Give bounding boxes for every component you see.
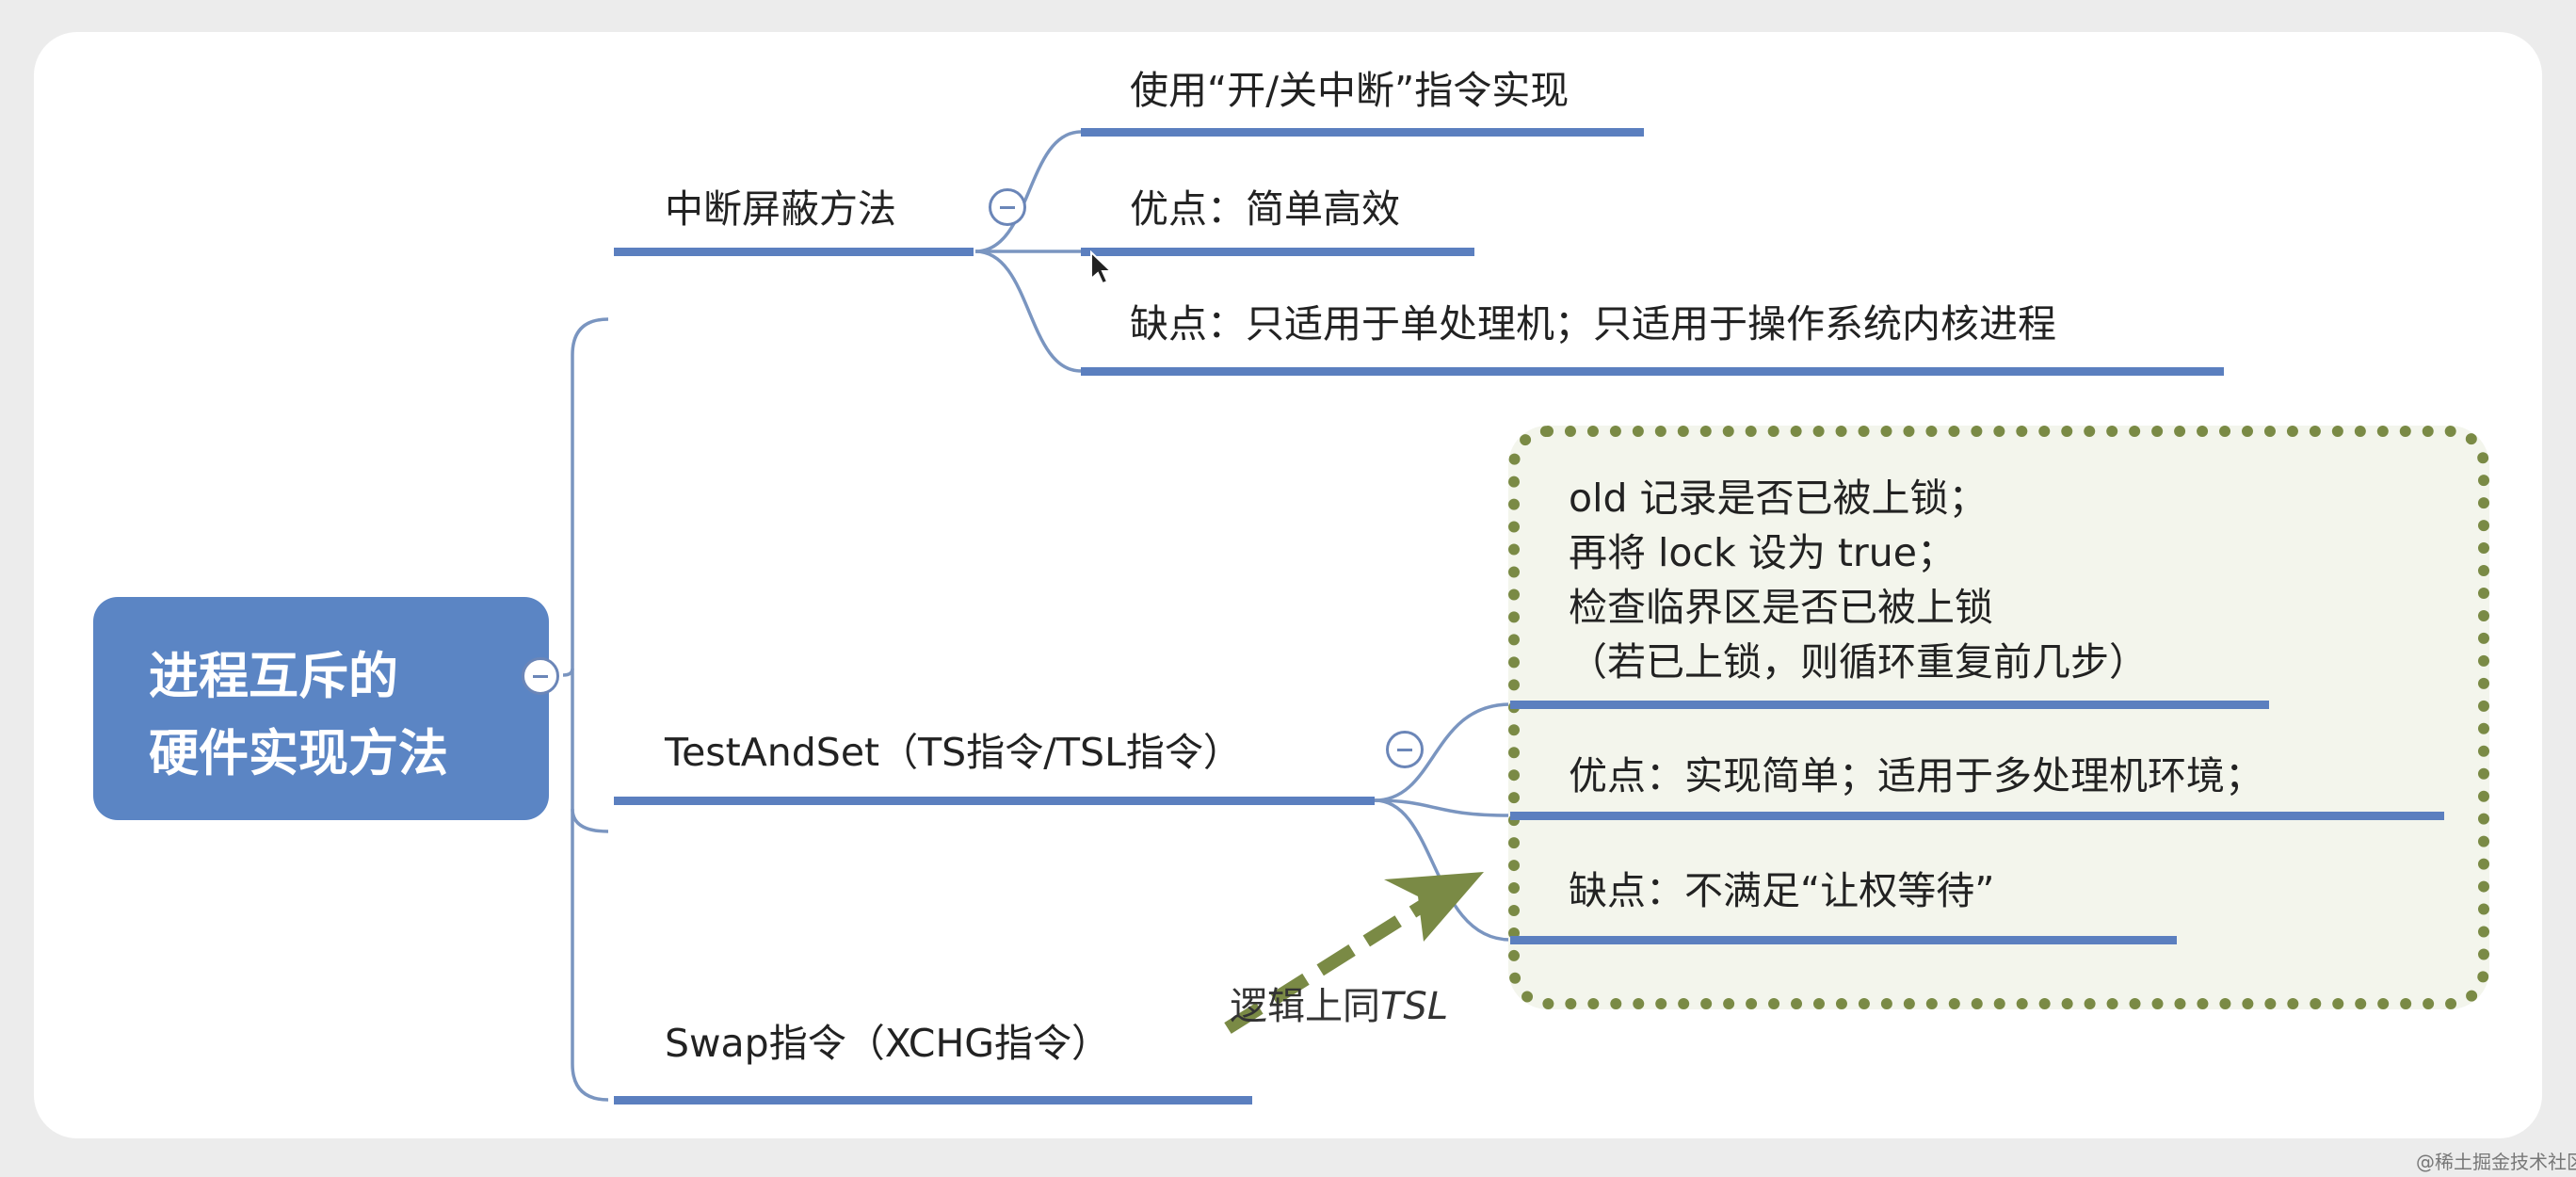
node-interrupt-instruction-underline bbox=[1081, 128, 1644, 137]
arrow-annotation: 逻辑上同TSL bbox=[1230, 975, 1448, 1030]
collapse-branch-1-icon[interactable] bbox=[989, 188, 1026, 226]
node-tsl-description[interactable]: old 记录是否已被上锁； 再将 lock 设为 true； 检查临界区是否已被… bbox=[1569, 476, 2148, 685]
root-node-label: 进程互斥的 硬件实现方法 bbox=[149, 648, 448, 782]
node-tsl-disadvantage[interactable]: 缺点：不满足“让权等待” bbox=[1569, 868, 1995, 913]
node-tsl-advantage[interactable]: 优点：实现简单；适用于多处理机环境； bbox=[1569, 753, 2263, 798]
fork-2-child-2 bbox=[1374, 798, 1511, 817]
node-tsl-disadvantage-underline bbox=[1510, 936, 2177, 944]
node-tsl-description-underline bbox=[1510, 701, 2269, 709]
node-interrupt-advantage-underline bbox=[1081, 248, 1474, 256]
collapse-root-icon[interactable] bbox=[522, 657, 559, 695]
root-node[interactable]: 进程互斥的 硬件实现方法 bbox=[93, 597, 549, 820]
swap-to-tsl-arrow bbox=[1224, 872, 1484, 1034]
fork-2-child-1 bbox=[1374, 702, 1511, 802]
mindmap-canvas: 进程互斥的 硬件实现方法 中断屏蔽方法 使用“开/关中断”指令实现 优点：简单高… bbox=[34, 32, 2542, 1138]
connector-lines bbox=[562, 130, 1511, 1102]
node-interrupt-disadvantage-underline bbox=[1081, 367, 2224, 376]
node-interrupt-advantage[interactable]: 优点：简单高效 bbox=[1130, 186, 1400, 232]
annotation-text: 逻辑上同 bbox=[1230, 985, 1380, 1028]
fork-2-child-3 bbox=[1374, 798, 1511, 942]
node-interrupt-disadvantage[interactable]: 缺点：只适用于单处理机；只适用于操作系统内核进程 bbox=[1130, 301, 2056, 347]
mouse-cursor-icon bbox=[1090, 250, 1114, 285]
node-interrupt-instruction[interactable]: 使用“开/关中断”指令实现 bbox=[1130, 68, 1570, 113]
branch-swap[interactable]: Swap指令（XCHG指令） bbox=[665, 1021, 1111, 1066]
tsl-detail-box bbox=[1508, 426, 2489, 1009]
fork-1-child-1 bbox=[974, 130, 1082, 253]
trunk-line bbox=[571, 317, 609, 1102]
branch-test-and-set[interactable]: TestAndSet（TS指令/TSL指令） bbox=[665, 730, 1242, 775]
branch-swap-underline bbox=[614, 1096, 1252, 1104]
watermark: @稀土掘金技术社区 bbox=[2416, 1151, 2576, 1173]
node-tsl-advantage-underline bbox=[1510, 812, 2444, 820]
fork-1-child-3 bbox=[974, 250, 1082, 373]
annotation-emphasis: TSL bbox=[1380, 985, 1449, 1028]
collapse-branch-2-icon[interactable] bbox=[1386, 731, 1424, 768]
branch-interrupt-masking[interactable]: 中断屏蔽方法 bbox=[665, 186, 896, 232]
branch-interrupt-masking-underline bbox=[614, 248, 974, 256]
branch-test-and-set-underline bbox=[614, 797, 1375, 805]
trunk-to-branch-2 bbox=[571, 808, 609, 833]
